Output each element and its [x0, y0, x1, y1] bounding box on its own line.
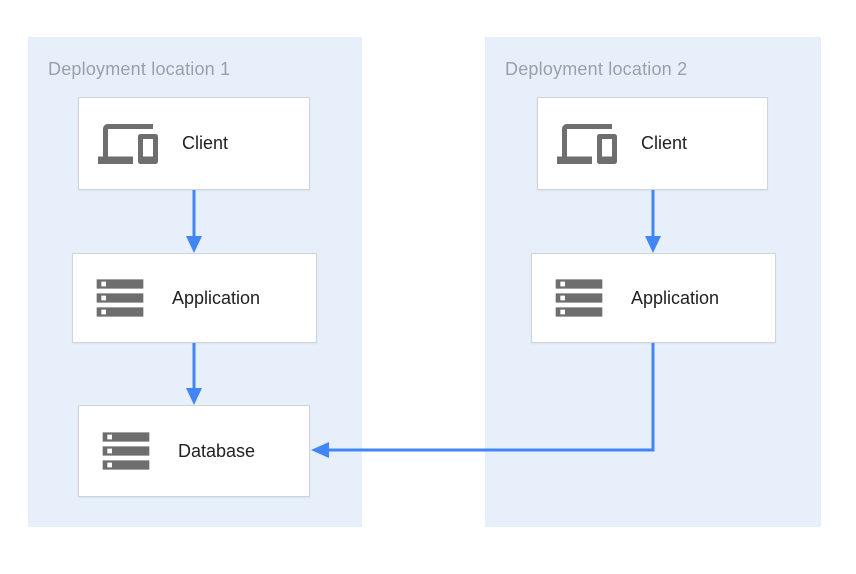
server-stack-icon [551, 270, 607, 326]
node-label: Application [631, 287, 720, 308]
node-location1-client: Client [78, 97, 310, 190]
node-location2-application: Application [531, 253, 776, 343]
devices-icon [557, 114, 617, 174]
node-label: Application [172, 287, 261, 308]
node-label: Database [178, 440, 256, 461]
panel-title-1: Deployment location 1 [48, 59, 231, 79]
server-stack-icon [92, 270, 148, 326]
panel-title-2: Deployment location 2 [505, 59, 688, 79]
devices-icon [98, 114, 158, 174]
node-location2-client: Client [537, 97, 768, 190]
node-label: Client [182, 133, 229, 153]
server-stack-icon [98, 423, 154, 479]
node-location1-database: Database [78, 405, 310, 497]
node-location1-application: Application [72, 253, 317, 343]
node-label: Client [641, 133, 688, 153]
